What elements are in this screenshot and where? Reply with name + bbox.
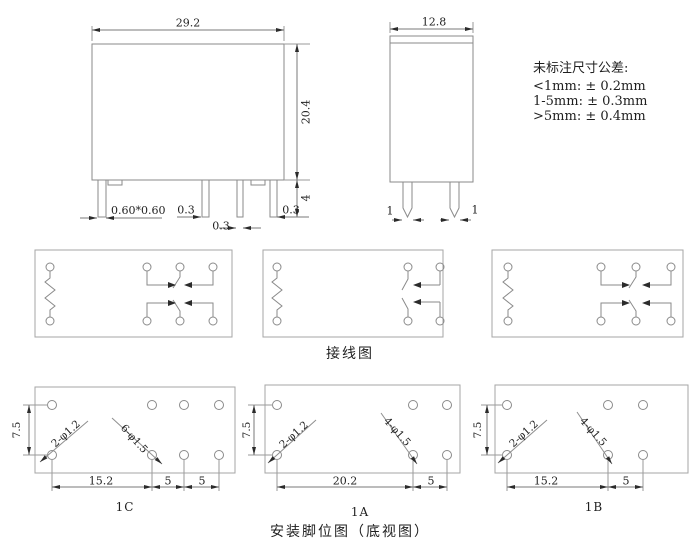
fp1a-height-dim: 7.5 <box>241 421 253 439</box>
contact-pin <box>403 262 413 272</box>
wiring-diagram-1a <box>262 249 445 338</box>
fp1b-dim-1: 15.2 <box>533 474 559 488</box>
coil-pin <box>45 262 55 272</box>
front-pin-2 <box>201 179 210 218</box>
footprint-1c-linework <box>23 386 236 491</box>
contact-pin <box>175 262 185 272</box>
front-pin1-dim: 0.60*0.60 <box>111 204 166 217</box>
fp1b-height-dim: 7.5 <box>472 421 484 439</box>
fp1a-label: 1A <box>350 505 370 519</box>
contact-pin <box>142 262 152 272</box>
wiring-diagram-1c <box>34 249 233 338</box>
contact-pin <box>142 316 152 326</box>
relay-body-side <box>389 35 474 183</box>
footprint-outline-1c <box>34 386 236 474</box>
contact-pin <box>596 316 606 326</box>
relay-body-front <box>91 43 285 181</box>
contact-pin <box>208 316 218 326</box>
leader-coil-holes <box>497 419 548 464</box>
wiring-frame-2 <box>262 249 444 338</box>
footprint-1b-linework <box>481 384 689 491</box>
coil-pin <box>272 316 282 326</box>
fp1b-label: 1B <box>584 500 604 514</box>
mounting-hole <box>442 400 452 410</box>
mounting-hole <box>638 450 648 460</box>
contact-pin <box>175 316 185 326</box>
coil-pin <box>272 262 282 272</box>
mounting-hole <box>638 400 648 410</box>
mounting-hole <box>408 400 418 410</box>
wiring-diagram-1b <box>491 249 684 338</box>
mounting-hole <box>272 400 282 410</box>
footprint-caption: 安装脚位图（底视图） <box>270 524 430 540</box>
coil-symbol <box>44 271 56 317</box>
mounting-hole <box>502 400 512 410</box>
front-height-dim: 20.4 <box>299 99 313 125</box>
fp1c-dim-2: 5 <box>164 474 172 488</box>
footprint-outline-1b <box>494 384 689 474</box>
tolerance-title: 未标注尺寸公差: <box>533 61 629 76</box>
coil-symbol <box>502 271 514 317</box>
fp1a-dim-2: 5 <box>427 474 435 488</box>
fp1b-dim-2: 5 <box>622 474 630 488</box>
front-width-dim: 29.2 <box>175 16 201 30</box>
leader-contact-holes <box>576 411 613 465</box>
coil-symbol <box>271 271 283 317</box>
contact-pin <box>208 262 218 272</box>
wiring-frame-1 <box>34 249 233 338</box>
footprint-1a-linework <box>248 384 461 491</box>
fp1c-dim-3: 5 <box>198 474 206 488</box>
front-pin3-dim: 0.3 <box>212 219 230 233</box>
front-pin4-dim: 0.3 <box>282 203 300 217</box>
fp1c-label: 1C <box>115 500 135 514</box>
coil-pin <box>503 262 513 272</box>
tolerance-line-3: >5mm: ± 0.4mm <box>533 109 646 124</box>
mounting-hole <box>442 450 452 460</box>
side-pin-right <box>449 182 460 219</box>
mounting-hole <box>214 400 224 410</box>
contact-pin <box>403 316 413 326</box>
contact-arrows <box>168 282 192 306</box>
mounting-hole <box>179 450 189 460</box>
tolerance-line-1: <1mm: ± 0.2mm <box>533 79 646 94</box>
leader-contact-holes <box>111 417 163 465</box>
side-view-linework <box>389 22 474 222</box>
mounting-hole <box>47 400 57 410</box>
contact-arrows <box>622 282 650 306</box>
front-pin-4 <box>269 179 278 218</box>
coil-pin <box>503 316 513 326</box>
contact-arrows <box>413 282 421 305</box>
mounting-hole <box>147 400 157 410</box>
contact-pin <box>631 316 641 326</box>
mounting-hole <box>603 400 613 410</box>
wiring-caption: 接线图 <box>326 346 374 362</box>
contact-pin <box>631 262 641 272</box>
footprint-outline-1a <box>264 384 461 474</box>
front-pin-length-dim: 4 <box>299 194 313 202</box>
leader-contact-holes <box>380 412 418 465</box>
side-pin-right-dim: 1 <box>471 203 479 217</box>
side-width-dim: 12.8 <box>421 15 447 29</box>
fp1a-dim-1: 20.2 <box>332 474 358 488</box>
fp1c-dim-1: 15.2 <box>88 474 114 488</box>
leader-coil-holes <box>39 420 89 463</box>
front-pin2-dim: 0.3 <box>177 203 195 217</box>
contact-pin <box>666 316 676 326</box>
mounting-hole <box>179 400 189 410</box>
side-pin-left <box>402 182 413 219</box>
wiring-frame-3 <box>491 249 684 338</box>
tolerance-line-2: 1-5mm: ± 0.3mm <box>533 94 648 109</box>
contact-pin <box>596 262 606 272</box>
contact-pin <box>666 262 676 272</box>
coil-pin <box>45 316 55 326</box>
side-pin-left-dim: 1 <box>386 204 394 218</box>
front-view-linework <box>80 26 310 230</box>
fp1c-height-dim: 7.5 <box>11 421 23 439</box>
front-pin-1 <box>97 179 107 218</box>
leader-coil-holes <box>267 419 317 464</box>
front-pin-3 <box>236 179 244 218</box>
mounting-hole <box>214 450 224 460</box>
